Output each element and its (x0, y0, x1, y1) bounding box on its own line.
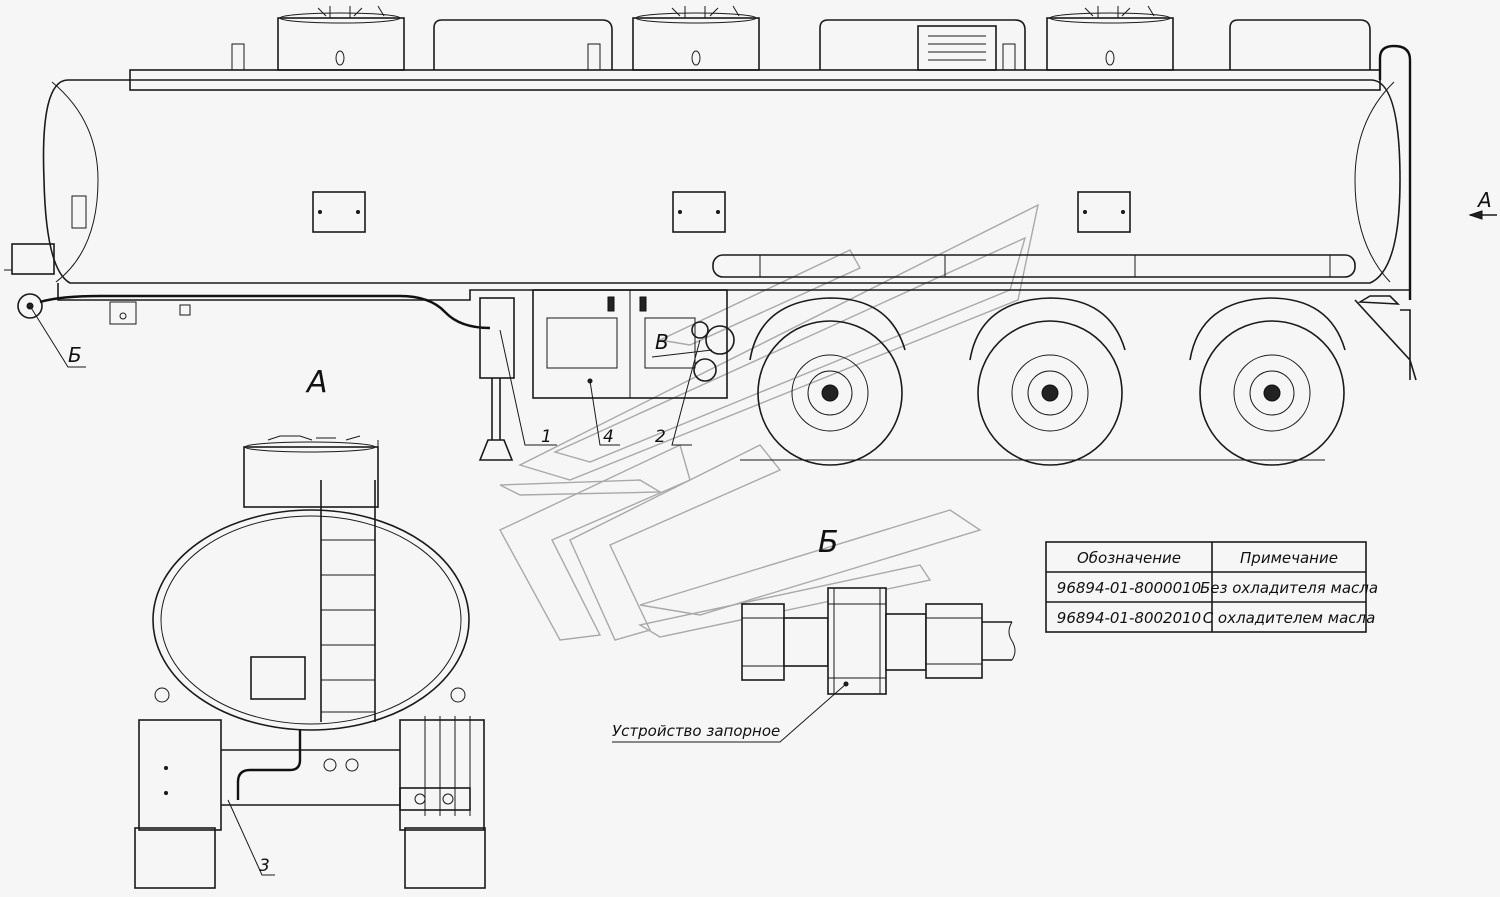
view-a-title: А (305, 365, 328, 400)
table-row-2-designation: 96894-01-8002010 (1057, 609, 1201, 627)
view-b-title: Б (818, 525, 839, 560)
table-row-1-designation: 96894-01-8000010 (1057, 579, 1201, 597)
detail-b-caption: Устройство запорное (612, 722, 780, 740)
wheel-2 (969, 297, 1126, 466)
callout-1: 1 (541, 427, 552, 447)
equipment-box (532, 289, 735, 399)
watermark-logo (499, 203, 1039, 641)
detail-v-leader (651, 349, 713, 358)
callout-b-label: Б (68, 343, 82, 367)
rear-view-trailer (134, 435, 486, 889)
spec-table: Обозначение Примечание 96894-01-8000010 … (1045, 541, 1378, 633)
hatch-2 (632, 12, 760, 71)
side-view-trailer (4, 5, 1417, 466)
table-row-2-note: С охладителем масла (1203, 609, 1376, 627)
detail-v-label: В (655, 330, 669, 354)
view-a-arrow-label: А (1476, 188, 1492, 212)
wheel-3 (1189, 297, 1346, 466)
table-header-designation: Обозначение (1077, 549, 1181, 567)
shutoff-device-drawing (741, 587, 1016, 695)
detail-b-leader (612, 683, 847, 743)
callout-3: 3 (259, 856, 270, 876)
table-row-1-note: Без охладителя масла (1200, 579, 1378, 597)
table-header-note: Примечание (1240, 549, 1338, 567)
callout-leaders (499, 329, 701, 446)
callout-4: 4 (603, 427, 614, 447)
hatch-3 (1046, 12, 1174, 71)
callout-b-leader (29, 305, 86, 368)
callout-3-leader (227, 799, 275, 876)
wheel-1 (749, 297, 906, 466)
view-a-arrowhead (1468, 210, 1483, 220)
hatch-1 (277, 12, 405, 71)
callout-2: 2 (655, 427, 666, 447)
